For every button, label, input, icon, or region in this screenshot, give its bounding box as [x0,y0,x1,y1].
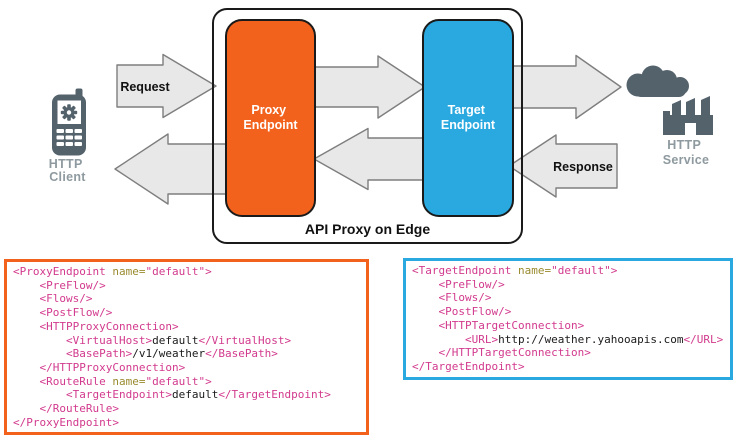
http-service-label: HTTP Service [663,138,710,167]
code-line: <PreFlow/> [438,277,505,291]
smoke-cloud-icon [626,65,689,97]
proxy-to-target-arrow [312,55,426,119]
request-label: Request [120,80,170,94]
code-line: </HTTPTargetConnection> [438,346,591,360]
code-line: </HTTPProxyConnection> [39,360,186,374]
target-endpoint-label: Target Endpoint [441,103,496,132]
code-line: <URL>http://weather.yahooapis.com</URL> [464,332,724,346]
code-line: <TargetEndpoint>default</TargetEndpoint> [65,388,331,402]
code-line: </TargetEndpoint> [412,359,525,373]
proxy-endpoint-label: Proxy Endpoint [243,103,298,132]
http-client-icon: HTTP Client [49,88,86,184]
response-label: Response [553,160,613,174]
http-service-icon: HTTP Service [626,65,713,167]
target-endpoint-box [422,19,514,217]
code-line: <Flows/> [438,291,492,305]
api-proxy-container-label: API Proxy on Edge [305,221,430,237]
code-line: <RouteRule name="default"> [39,374,212,388]
code-line: <VirtualHost>default</VirtualHost> [65,333,292,347]
target-to-service-arrow [510,54,622,120]
phone-icon [52,88,86,156]
target-to-proxy-arrow [313,127,426,191]
code-line: <Flows/> [39,292,93,306]
code-line: <HTTPTargetConnection> [438,318,585,332]
response-to-client-arrow [114,133,227,205]
keypad-icon [56,129,82,146]
target-endpoint-code-block: <TargetEndpoint name="default"> <PreFlow… [403,258,733,380]
proxy-endpoint-code-block: <ProxyEndpoint name="default"> <PreFlow/… [4,259,369,436]
code-line: <HTTPProxyConnection> [39,319,179,333]
request-arrow [116,53,217,119]
response-arrow [508,134,618,198]
code-line: <TargetEndpoint name="default"> [412,264,618,277]
http-client-label: HTTP Client [49,157,86,184]
api-proxy-flow-diagram: Request Response Proxy Endpoint Target E… [49,8,713,244]
code-line: <BasePath>/v1/weather</BasePath> [65,347,278,361]
code-line: </ProxyEndpoint> [13,415,119,429]
code-line: <ProxyEndpoint name="default"> [13,265,212,278]
factory-icon [663,96,713,135]
code-line: </RouteRule> [39,402,119,416]
proxy-endpoint-box [225,19,316,217]
gear-icon [60,104,78,121]
code-line: <PostFlow/> [438,305,512,319]
code-line: <PostFlow/> [39,306,113,320]
api-proxy-container [212,8,523,244]
code-line: <PreFlow/> [39,278,106,292]
